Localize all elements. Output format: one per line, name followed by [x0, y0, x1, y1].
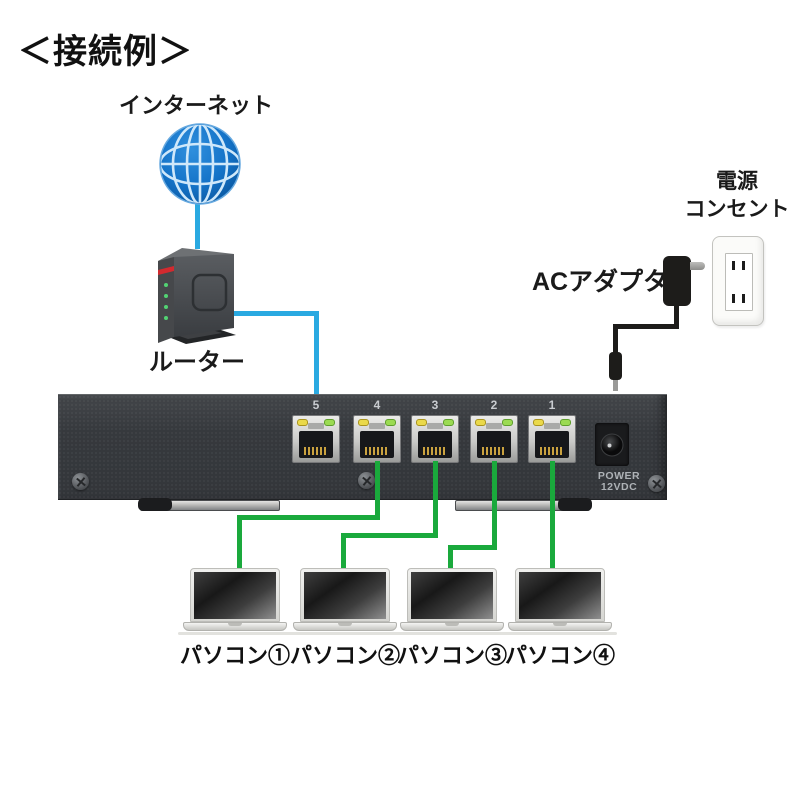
pc3-label: パソコン③	[396, 643, 507, 668]
outlet-slot	[732, 294, 735, 303]
led-yellow-icon	[533, 419, 544, 426]
jack-pins	[304, 447, 328, 455]
power-label-line1: POWER	[597, 470, 641, 482]
switch-foot-right	[455, 498, 592, 511]
rj45-jack	[477, 431, 511, 458]
led-yellow-icon	[475, 419, 486, 426]
cable-port2-down	[492, 461, 497, 550]
ac-adapter-label: ACアダプタ	[531, 268, 669, 296]
dc-jack-hole-icon	[600, 433, 624, 456]
rj45-jack	[535, 431, 569, 458]
internet-label: インターネット	[118, 93, 273, 118]
cable-port4-down	[375, 461, 380, 520]
rj45-jack	[360, 431, 394, 458]
port-number-4: 4	[373, 398, 381, 412]
port-number-2: 2	[490, 398, 498, 412]
laptop-shadow	[395, 632, 509, 635]
led-green-icon	[324, 419, 335, 426]
dc-plug-tip	[613, 380, 618, 391]
laptop-screen	[300, 568, 390, 622]
port-number-1: 1	[548, 398, 556, 412]
jack-pins	[482, 447, 506, 455]
outlet-slot	[732, 261, 735, 270]
cable-port3-across	[341, 533, 438, 538]
power-label-line2: 12VDC	[600, 481, 638, 493]
led-yellow-icon	[358, 419, 369, 426]
laptop-base	[508, 622, 612, 631]
power-cord-to-plug	[613, 324, 618, 354]
outlet-label-line1: 電源	[716, 170, 758, 193]
cable-port4-across	[237, 515, 380, 520]
laptop-shadow	[178, 632, 292, 635]
laptop-pc4: パソコン④	[503, 566, 617, 668]
cable-port4-to-pc1	[237, 515, 242, 570]
cable-internet-to-router	[195, 203, 200, 249]
laptop-shadow	[503, 632, 617, 635]
outlet-label-line2: コンセント	[684, 198, 790, 221]
internet-globe-icon	[158, 122, 242, 206]
router	[152, 240, 244, 348]
port-number-3: 3	[431, 398, 439, 412]
dc-plug	[609, 352, 622, 380]
led-green-icon	[502, 419, 513, 426]
power-cord-down	[674, 304, 679, 329]
laptop-base	[183, 622, 287, 631]
pc2-label: パソコン②	[289, 643, 400, 668]
outlet-slot	[742, 261, 745, 270]
dc-power-jack	[595, 423, 629, 466]
lan-port-4	[353, 415, 401, 463]
laptop-base	[293, 622, 397, 631]
cable-port3-down	[433, 461, 438, 538]
pc1-label: パソコン①	[179, 643, 290, 668]
rj45-jack	[299, 431, 333, 458]
laptop-pc3: パソコン③	[395, 566, 509, 668]
screw-icon	[358, 472, 375, 489]
screw-icon	[72, 473, 89, 490]
outlet-label: 電源 コンセント	[637, 168, 800, 224]
outlet-slot	[742, 294, 745, 303]
switch-foot-left	[138, 498, 280, 511]
screw-icon	[648, 475, 665, 492]
page-title: ＜接続例＞	[18, 33, 193, 71]
laptop-shadow	[288, 632, 402, 635]
router-label: ルーター	[149, 349, 245, 376]
laptop-pc2: パソコン②	[288, 566, 402, 668]
jack-pins	[423, 447, 447, 455]
jack-pins	[365, 447, 389, 455]
laptop-base	[400, 622, 504, 631]
laptop-screen	[515, 568, 605, 622]
port-number-5: 5	[312, 398, 320, 412]
cable-router-to-switch-horizontal	[230, 311, 319, 316]
led-green-icon	[560, 419, 571, 426]
laptop-pc1: パソコン①	[178, 566, 292, 668]
wall-outlet	[712, 236, 764, 326]
pc4-label: パソコン④	[504, 643, 615, 668]
led-green-icon	[443, 419, 454, 426]
lan-port-2	[470, 415, 518, 463]
lan-port-1	[528, 415, 576, 463]
cable-port2-across	[448, 545, 497, 550]
network-switch: 5 4 3 2 1	[58, 394, 667, 511]
laptop-screen	[190, 568, 280, 622]
lan-port-3	[411, 415, 459, 463]
dc-jack-pin	[607, 443, 612, 447]
led-yellow-icon	[416, 419, 427, 426]
laptop-screen	[407, 568, 497, 622]
cable-router-to-switch-vertical	[314, 311, 319, 394]
adapter-prong-icon	[690, 262, 705, 270]
cable-port2-to-pc3	[448, 545, 453, 570]
jack-pins	[540, 447, 564, 455]
power-jack-label: POWER 12VDC	[579, 471, 659, 493]
power-cord-across	[613, 324, 679, 329]
ac-adapter	[663, 256, 705, 306]
led-yellow-icon	[297, 419, 308, 426]
cable-port1-to-pc4	[550, 461, 555, 570]
outlet-faceplate	[725, 253, 753, 311]
rj45-jack	[418, 431, 452, 458]
led-green-icon	[385, 419, 396, 426]
lan-port-5	[292, 415, 340, 463]
cable-port3-to-pc2	[341, 533, 346, 570]
